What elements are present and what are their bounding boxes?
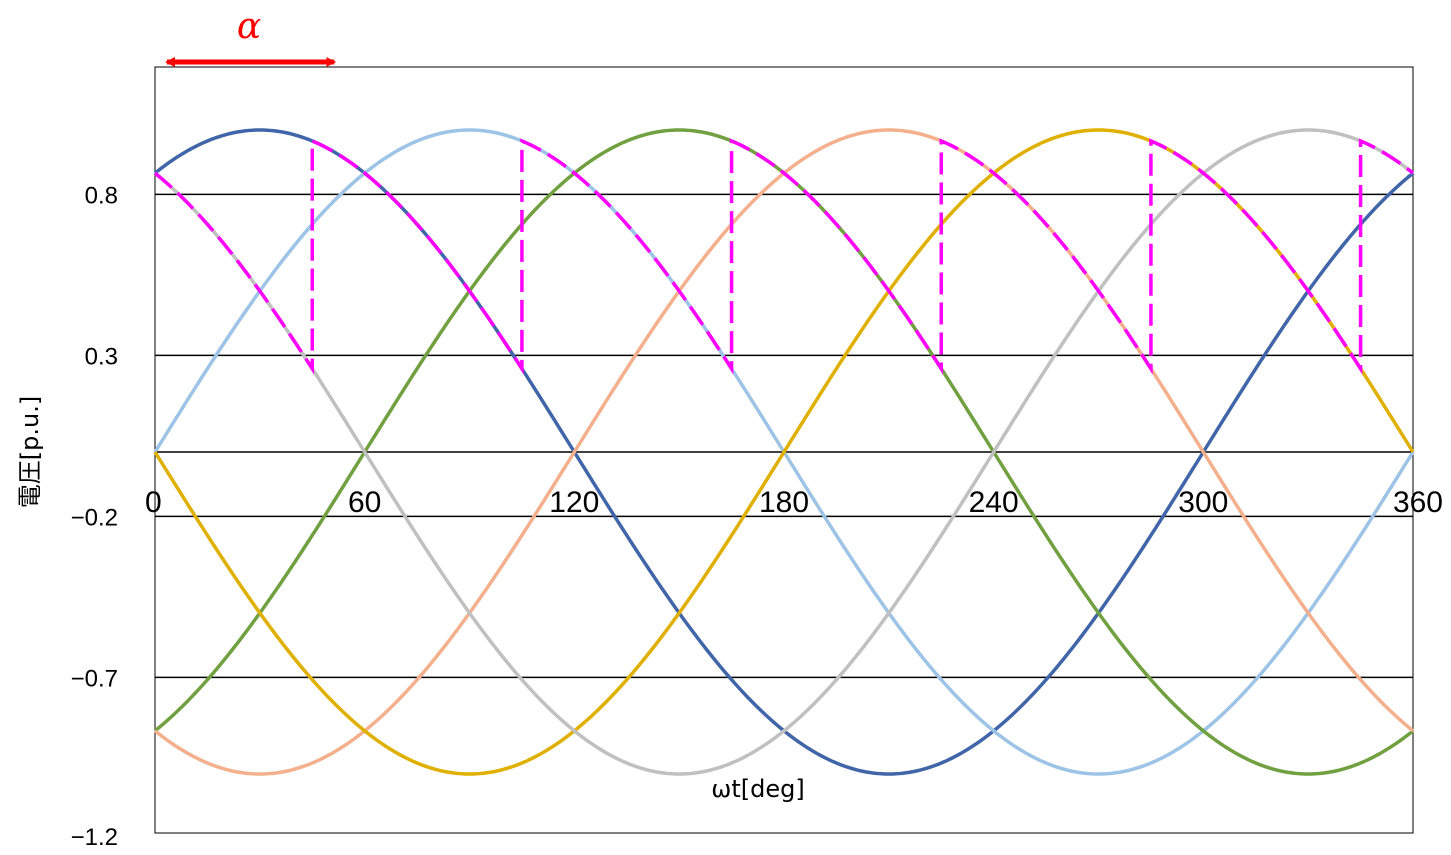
x-tick-labels: 0 60 120 180 240 300 360 [145,486,1443,519]
y-tick-label: −0.7 [71,665,118,692]
x-axis-title: ωt[deg] [711,775,804,803]
x-tick-label: 240 [969,486,1019,519]
alpha-label: α [237,6,261,47]
y-tick-label: −0.2 [71,504,118,531]
y-axis-title: 電圧[p.u.] [16,396,44,508]
x-tick-label: 60 [348,486,381,519]
x-tick-label: 300 [1178,486,1228,519]
y-tick-label: 0.8 [85,182,118,209]
x-tick-label: 0 [145,486,162,519]
firing-angle-annotation: α [165,6,337,67]
output-waveform [153,138,1415,375]
output-waveform-line [153,138,1415,375]
x-tick-label: 180 [759,486,809,519]
y-tick-labels: 0.8 0.3 −0.2 −0.7 −1.2 [71,182,118,851]
x-tick-label: 360 [1393,486,1443,519]
y-tick-label: 0.3 [85,343,118,370]
x-tick-label: 120 [549,486,599,519]
y-tick-label: −1.2 [71,824,118,851]
